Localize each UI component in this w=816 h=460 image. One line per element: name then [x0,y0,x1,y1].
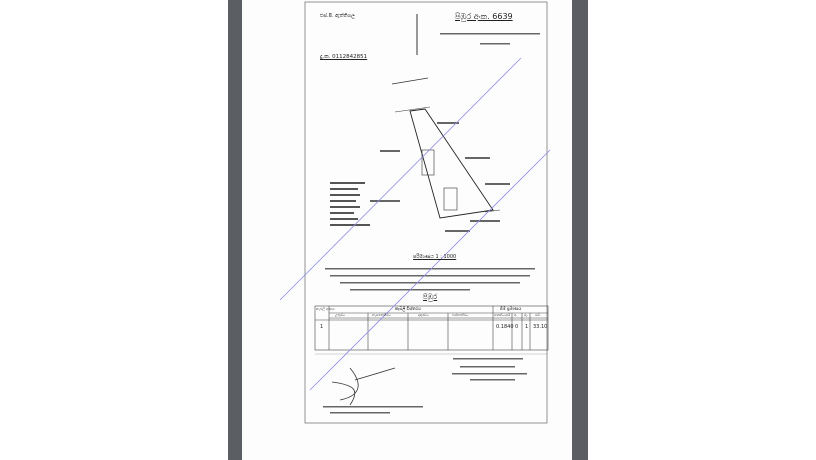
table-col-lot: කැබලි අංකය [316,307,335,311]
surveyor-phone: දු.ක. 0112842851 [320,54,368,60]
legend-block [330,182,370,226]
table-col-perches: පර්. [535,313,541,317]
road-edge [484,209,501,213]
building-outline [443,187,458,211]
signature [331,367,396,406]
boundary-labels [370,122,510,232]
table-header-description: කැබලි විස්තරය [395,306,421,311]
table-cell-hectare: 0.1840 [496,324,514,330]
table-col-south: දකුණට [418,313,429,317]
annotation-line [279,57,522,301]
table-col-hectare: හෙක්ටයාර් [494,313,511,317]
table-col-east: නැගෙනහිරට [372,313,391,317]
table-header-extent: බිම් ප්‍රමාණය [500,306,522,311]
road-line [391,77,429,85]
plan-scale: පරිමාණය 1 : 1000 [413,254,457,260]
land-parcel-outline [409,108,494,219]
table-col-acres: අ. [514,313,518,317]
table-cell-perches: 33.10 [533,324,548,330]
annotation-line [309,149,551,391]
road-edge [394,106,431,113]
surveyor-name: එස්.පී. ඇත්තිගල [320,13,355,19]
document-page [242,0,572,460]
table-col-roods: රූ. [524,313,529,317]
table-cell-lot: 1 [320,324,324,330]
table-cell-roods: 1 [525,324,529,330]
plan-number: පිඹුර අංක. 6639 [455,12,513,21]
table-cell-acres: 0 [515,324,519,330]
document-border [304,1,548,424]
table-col-west: බස්නාහිරට [452,313,469,317]
building-outline [421,149,435,176]
table-col-north: උතුරට [335,313,346,317]
footer-lines [323,358,527,414]
plan-heading: පිඹුර [423,293,438,301]
